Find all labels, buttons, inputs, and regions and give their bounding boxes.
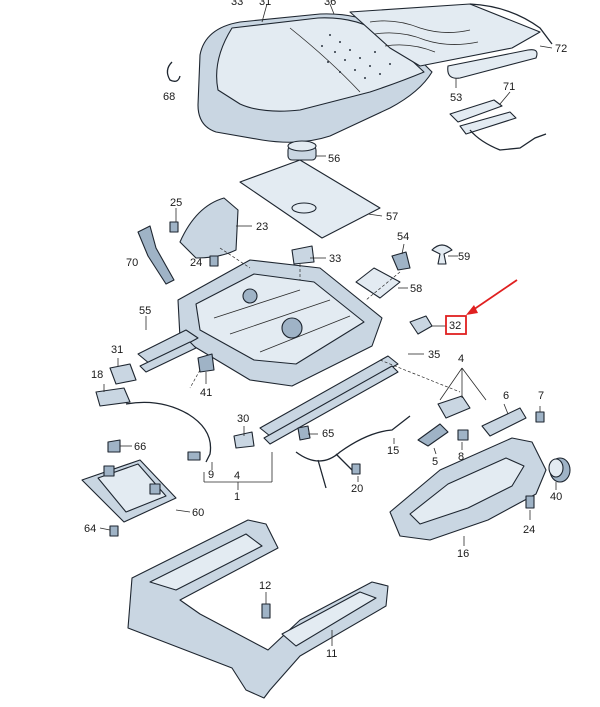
label-33: 33 [231, 0, 243, 8]
insulation-sheet [239, 159, 381, 239]
belt-buckle [137, 225, 175, 285]
label-36: 36 [324, 0, 336, 8]
label-70: 70 [126, 257, 138, 269]
label-12: 12 [259, 580, 271, 592]
part-18 [95, 387, 131, 407]
label-9: 9 [208, 469, 214, 481]
label-71: 71 [503, 81, 515, 93]
label-60: 60 [192, 507, 204, 519]
highlight-arrow [469, 279, 518, 313]
label-31: 31 [259, 0, 271, 8]
cover-58 [355, 267, 401, 299]
seat-cushion [197, 13, 433, 143]
part-5 [417, 423, 449, 447]
part-8 [457, 429, 469, 441]
screw-24 [209, 255, 219, 267]
label-31-rail: 31 [111, 344, 123, 356]
cable-9 [125, 401, 212, 463]
screw-24b [525, 495, 535, 509]
clip-65 [297, 425, 311, 441]
label-68: 68 [163, 91, 175, 103]
label-16: 16 [457, 548, 469, 560]
label-30: 30 [237, 413, 249, 425]
control-unit-60 [81, 459, 177, 523]
highlight-marker [445, 279, 518, 335]
label-6: 6 [503, 390, 509, 402]
bracket-33 [291, 245, 315, 265]
part-32-bracket [409, 315, 433, 335]
label-5: 5 [432, 456, 438, 468]
part-54 [391, 251, 411, 271]
label-65: 65 [322, 428, 334, 440]
clip-68 [166, 61, 181, 82]
base-frame-11 [127, 519, 389, 699]
label-40: 40 [550, 491, 562, 503]
label-57: 57 [386, 211, 398, 223]
seat-frame [177, 259, 383, 387]
label-55: 55 [139, 305, 151, 317]
seat-rails [137, 329, 399, 445]
occupant-sensor [449, 99, 547, 151]
label-53: 53 [450, 92, 462, 104]
clip-66 [107, 439, 121, 453]
label-72: 72 [555, 43, 567, 55]
part-41 [197, 353, 215, 373]
highlight-box [445, 315, 467, 335]
label-1: 1 [234, 491, 240, 503]
label-35: 35 [428, 349, 440, 361]
label-41: 41 [200, 387, 212, 399]
seat-heater-mat [349, 3, 553, 79]
leader-lines [99, 3, 557, 646]
label-15: 15 [387, 445, 399, 457]
part-30 [233, 431, 255, 449]
side-trim-16 [389, 437, 547, 541]
screw-12 [261, 603, 271, 619]
side-cover [179, 197, 239, 259]
screw-64 [109, 525, 119, 537]
label-56: 56 [328, 153, 340, 165]
label-4-lower: 4 [234, 470, 240, 482]
label-20: 20 [351, 483, 363, 495]
label-32: 32 [449, 320, 461, 332]
label-66: 66 [134, 441, 146, 453]
label-7: 7 [538, 390, 544, 402]
label-8: 8 [458, 451, 464, 463]
part-6 [481, 407, 527, 437]
lever-4 [437, 395, 471, 419]
label-54: 54 [397, 231, 409, 243]
part-59 [431, 244, 453, 265]
label-11: 11 [326, 648, 337, 660]
label-33-frame: 33 [329, 253, 341, 265]
connector-9 [187, 451, 201, 461]
harness-15 [295, 415, 411, 462]
label-24-upper: 24 [190, 257, 202, 269]
label-4-upper: 4 [458, 353, 464, 365]
label-24-lower: 24 [523, 524, 535, 536]
screw-20 [351, 463, 361, 475]
knob-40 [548, 457, 571, 483]
part-31 [109, 363, 137, 385]
fan-motor [287, 140, 317, 161]
label-58: 58 [410, 283, 422, 295]
label-64: 64 [84, 523, 96, 535]
screw-25 [169, 221, 179, 233]
screw-7 [535, 411, 545, 423]
label-59: 59 [458, 251, 470, 263]
label-18: 18 [91, 369, 103, 381]
highlight-arrow-head [466, 305, 478, 315]
label-25: 25 [170, 197, 182, 209]
part-labels: 33 31 36 72 68 53 71 56 57 25 23 54 70 2… [84, 0, 567, 660]
label-23: 23 [256, 221, 268, 233]
